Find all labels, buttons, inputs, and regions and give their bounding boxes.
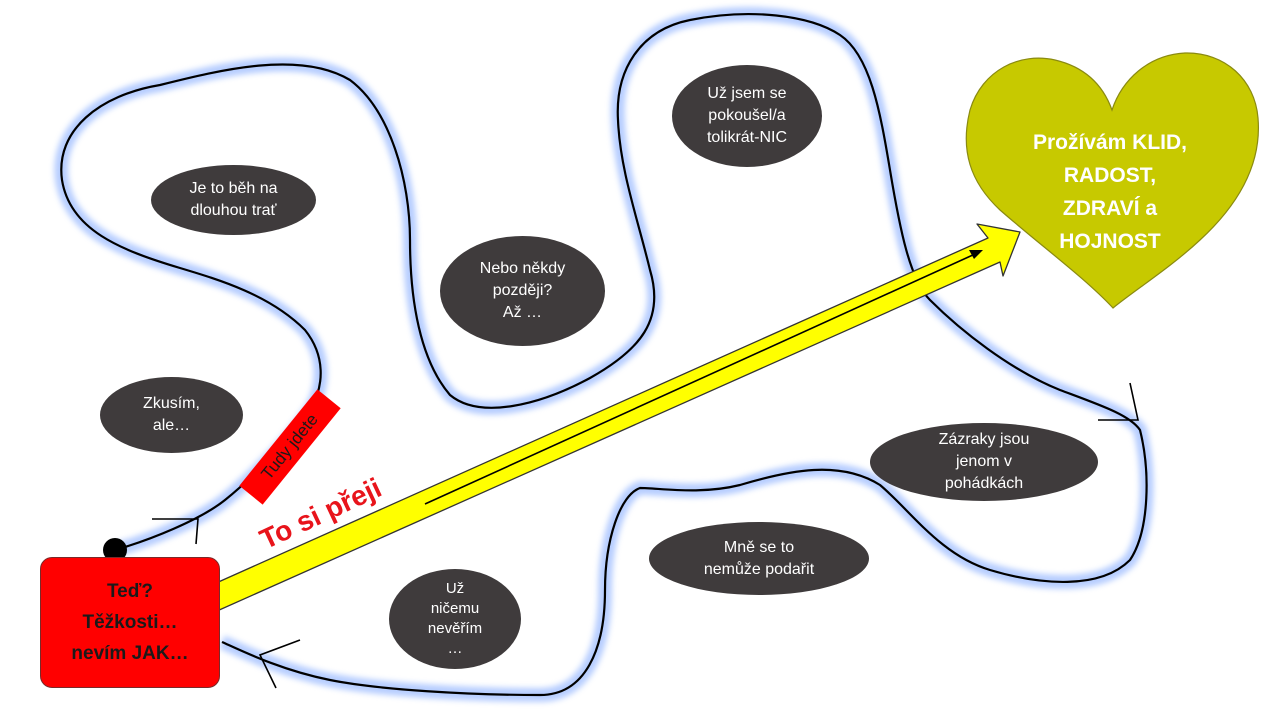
- thought-bubble: Zázraky jsou jenom v pohádkách: [870, 423, 1098, 501]
- thought-bubble: Zkusím, ale…: [100, 377, 243, 453]
- thought-bubble: Už jsem se pokoušel/a tolikrát-NIC: [672, 65, 822, 167]
- start-box: Teď? Těžkosti… nevím JAK…: [40, 557, 220, 688]
- goal-text: Prožívám KLID, RADOST, ZDRAVÍ a HOJNOST: [1032, 131, 1188, 253]
- wish-arrow-inner-head: [969, 250, 983, 259]
- path-arrow-mark-right: [1098, 382, 1139, 421]
- winding-path: [60, 13, 1148, 697]
- path-arrow-mark-bottom: [258, 639, 301, 689]
- start-dot: [103, 538, 127, 562]
- path-arrow-mark-top: [152, 518, 199, 545]
- thought-bubble: Už ničemu nevěřím …: [389, 569, 521, 669]
- thought-bubble: Mně se to nemůže podařit: [649, 522, 869, 595]
- wish-arrow-inner-line: [424, 253, 976, 505]
- thought-bubble: Je to běh na dlouhou trať: [151, 165, 316, 235]
- wish-arrow: [195, 223, 1021, 616]
- goal-heart: [965, 52, 1260, 309]
- thought-bubble: Nebo někdy později? Až …: [440, 236, 605, 346]
